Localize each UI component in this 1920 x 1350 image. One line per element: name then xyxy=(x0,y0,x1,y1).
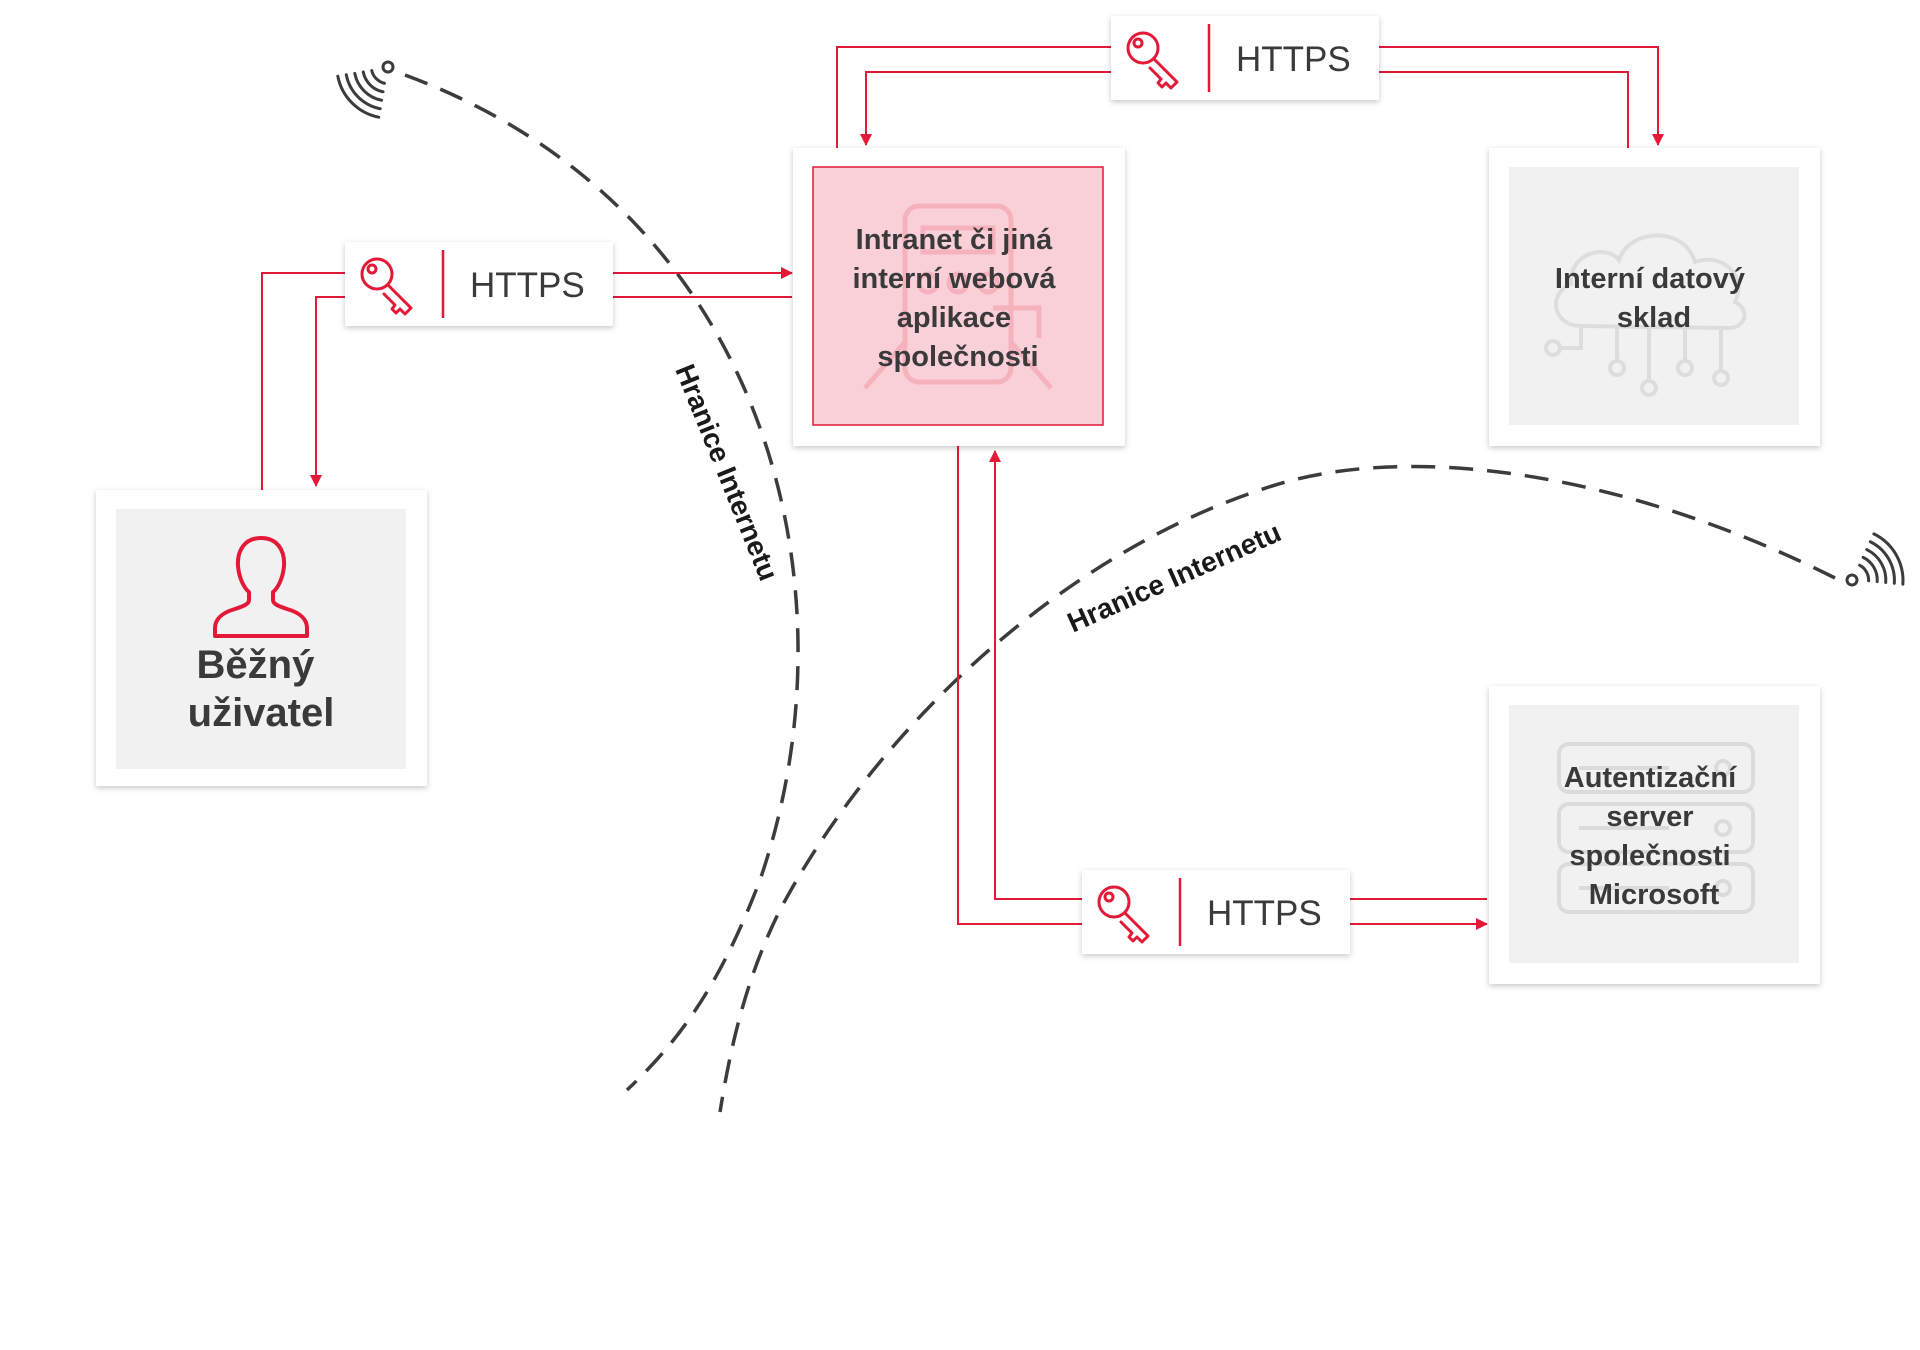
boundary-line-left xyxy=(404,73,800,1092)
intranet-to-user-line xyxy=(310,296,792,487)
boundary-label-left: Hranice Internetu xyxy=(669,360,784,585)
node-intranet: Intranet či jiná interní webová aplikace… xyxy=(793,148,1125,446)
node-user-label: Běžný uživatel xyxy=(188,643,335,735)
boundary-label-right: Hranice Internetu xyxy=(1063,516,1286,638)
node-datastore-label: Interní datový sklad xyxy=(1555,263,1753,334)
auth-to-intranet-line xyxy=(989,450,1487,900)
https-label: HTTPS xyxy=(470,266,585,305)
user-to-intranet-line xyxy=(261,267,793,490)
key-icon xyxy=(360,257,413,316)
intranet-to-auth-line xyxy=(957,446,1488,930)
https-badge-intranet-auth: HTTPS xyxy=(1082,870,1350,954)
boundary-line-right xyxy=(718,464,1836,1113)
user-icon xyxy=(213,536,309,638)
server-rack-icon xyxy=(1557,742,1755,914)
node-auth-server: Autentizační server společnosti Microsof… xyxy=(1489,686,1820,984)
web-app-icon xyxy=(863,203,1053,390)
node-intranet-label: Intranet či jiná interní webová aplikace… xyxy=(852,224,1063,373)
node-auth-label: Autentizační server společnosti Microsof… xyxy=(1564,762,1744,911)
node-datastore: Interní datový sklad xyxy=(1489,148,1820,446)
https-label: HTTPS xyxy=(1207,894,1322,933)
node-user: Běžný uživatel xyxy=(96,490,427,786)
key-icon xyxy=(1097,885,1150,944)
cloud-network-icon xyxy=(1544,233,1747,397)
https-badge-user-intranet: HTTPS xyxy=(345,242,613,326)
wireless-signal-icon xyxy=(1845,532,1905,587)
https-label: HTTPS xyxy=(1236,40,1351,79)
https-badge-intranet-datastore: HTTPS xyxy=(1111,16,1379,100)
key-icon xyxy=(1126,31,1179,90)
wireless-signal-icon xyxy=(336,60,395,119)
